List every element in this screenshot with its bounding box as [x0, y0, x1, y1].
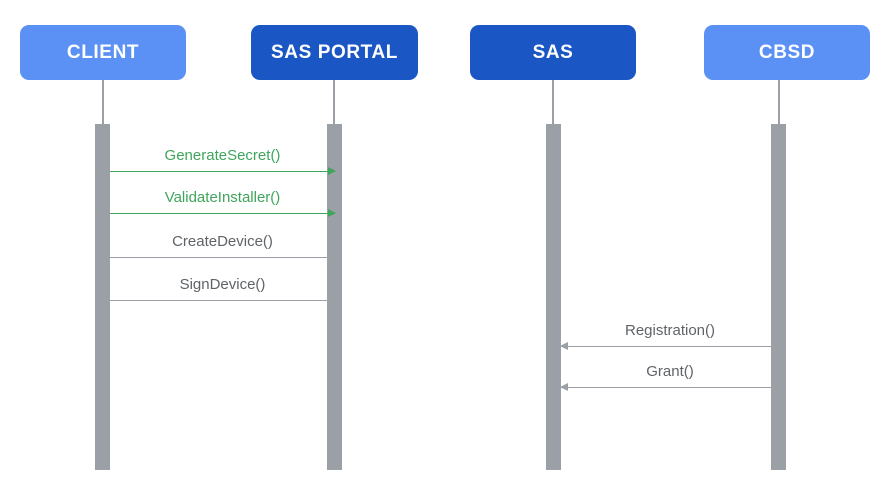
lifeline-stem-sas — [552, 80, 554, 124]
message-line — [110, 171, 335, 172]
lifeline-stem-cbsd — [778, 80, 780, 124]
participant-label: CLIENT — [66, 41, 140, 63]
message-arrowhead-left — [560, 382, 568, 391]
message-label: Grant() — [646, 363, 694, 380]
participant-label: SAS — [532, 41, 574, 63]
message-line — [561, 387, 779, 388]
message-label: GenerateSecret() — [164, 147, 281, 164]
message-line — [110, 257, 335, 258]
message-arrowhead-right — [328, 208, 336, 217]
message-label: ValidateInstaller() — [164, 189, 281, 206]
message-arrowhead-left — [560, 341, 568, 350]
activation-bar-client — [95, 124, 110, 470]
participant-label: CBSD — [758, 41, 816, 63]
participant-box-sas[interactable]: SAS — [470, 25, 636, 80]
activation-bar-sas — [546, 124, 561, 470]
participant-label: SAS PORTAL — [270, 41, 399, 63]
participant-box-client[interactable]: CLIENT — [20, 25, 186, 80]
message-line — [561, 346, 779, 347]
message-arrowhead-right — [328, 166, 336, 175]
message-label: CreateDevice() — [172, 233, 273, 250]
message-label: Registration() — [624, 322, 716, 339]
participant-box-cbsd[interactable]: CBSD — [704, 25, 870, 80]
participant-box-sas-portal[interactable]: SAS PORTAL — [251, 25, 418, 80]
message-arrowhead-right — [328, 295, 336, 304]
lifeline-stem-client — [102, 80, 104, 124]
message-arrowhead-right — [328, 252, 336, 261]
message-label: SignDevice() — [179, 276, 266, 293]
activation-bar-cbsd — [771, 124, 786, 470]
lifeline-stem-sas-portal — [333, 80, 335, 124]
message-line — [110, 213, 335, 214]
message-line — [110, 300, 335, 301]
